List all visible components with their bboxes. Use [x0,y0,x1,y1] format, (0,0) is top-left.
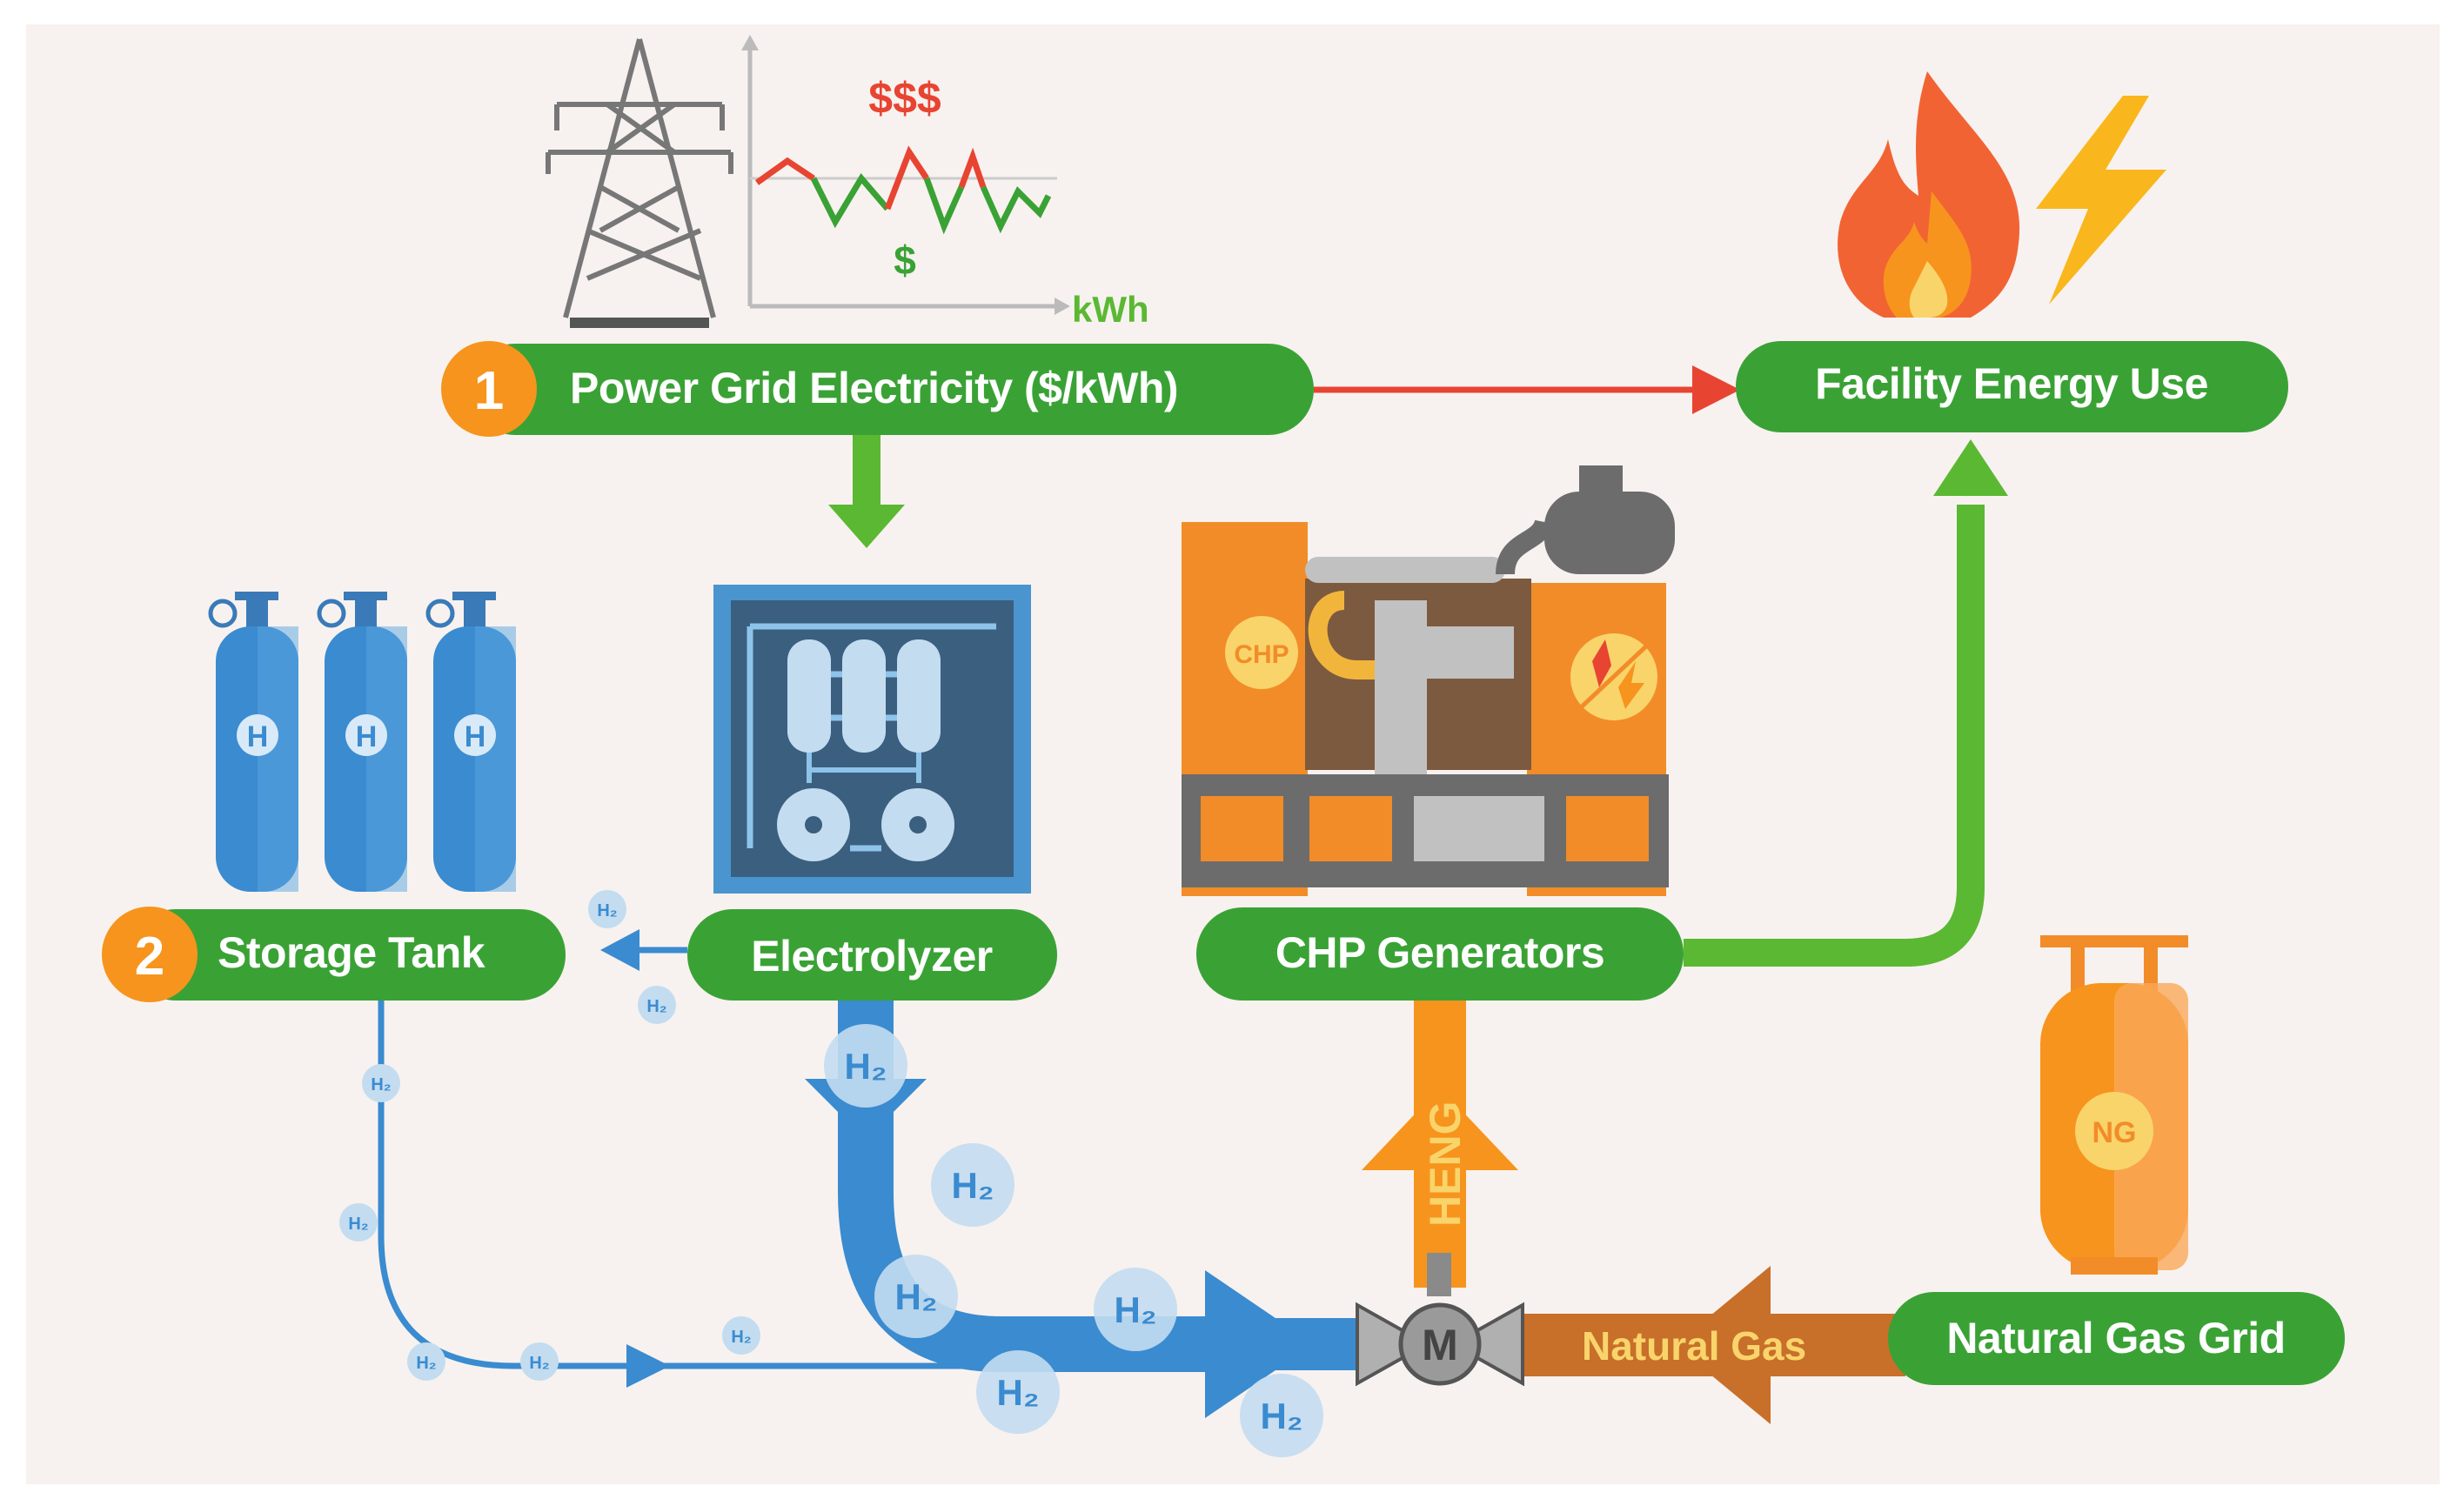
storage-hydrogen-line [378,1001,983,1388]
h2-bubble: H₂ [1240,1374,1323,1457]
svg-text:H₂: H₂ [1115,1289,1157,1330]
natural-gas-flow-label: Natural Gas [1582,1323,1806,1369]
power-tower-icon [546,38,733,328]
h2-small-bubble: H₂ [407,1342,445,1381]
node-electrolyzer[interactable]: Electrolyzer [687,909,1057,1001]
node-number-badge: 2 [135,927,164,987]
node-label: Storage Tank [218,928,485,977]
h2-bubbles-small: H₂ H₂ H₂ H₂ H₂ H₂ H₂ [339,890,760,1381]
node-label: CHP Generators [1276,928,1604,977]
hydrogen-tanks-icon: H H H [208,592,516,892]
h2-small-bubble: H₂ [638,986,676,1024]
h2-small-bubble: H₂ [588,890,626,928]
h2-bubble: H₂ [931,1143,1014,1227]
red-flow-arrow [1314,365,1740,414]
price-high-label: $$$ [868,74,941,123]
tank-letter: H [465,720,486,753]
node-label: Natural Gas Grid [1946,1314,2285,1362]
svg-text:H₂: H₂ [416,1354,436,1373]
price-low-label: $ [894,238,916,283]
svg-text:H₂: H₂ [731,1328,751,1347]
hydrogen-tank: H [425,592,516,892]
node-facility-energy-use[interactable]: Facility Energy Use [1736,341,2288,432]
natural-gas-tank-icon: NG [2040,935,2188,1275]
price-chart-icon: $$$ $ kWh [741,35,1149,330]
node-chp-generators[interactable]: CHP Generators [1196,907,1684,1001]
tank-letter: H [356,720,378,753]
tank-letter: H [247,720,269,753]
lightning-icon [2036,96,2166,305]
node-label: Power Grid Electricity ($/kWh) [570,364,1178,412]
node-natural-gas-grid[interactable]: Natural Gas Grid [1888,1292,2345,1385]
svg-text:H₂: H₂ [529,1354,549,1373]
electrolyzer-icon [713,585,1031,894]
h2-bubble: H₂ [976,1350,1060,1434]
node-power-grid[interactable]: 1 Power Grid Electricity ($/kWh) [441,341,1314,437]
ng-badge-label: NG [2092,1116,2137,1149]
heng-flow-label: HENG [1421,1101,1470,1227]
h2-bubble: H₂ [874,1255,958,1338]
h2-bubble: H₂ [1094,1268,1177,1351]
h2-small-bubble: H₂ [520,1342,559,1381]
price-x-unit-label: kWh [1072,289,1149,330]
node-number-badge: 1 [474,361,504,421]
hydrogen-tank: H [317,592,407,892]
svg-text:H₂: H₂ [895,1276,938,1317]
h2-small-bubble: H₂ [362,1064,400,1102]
fire-icon [1838,71,2020,318]
h2-small-bubble: H₂ [339,1203,378,1242]
h2-bubbles-large: H₂ H₂ H₂ H₂ H₂ H₂ [824,1024,1323,1457]
mixer-valve-icon: M [1356,1253,1524,1387]
chp-badge-label: CHP [1234,640,1289,669]
svg-text:H₂: H₂ [997,1372,1040,1413]
svg-text:H₂: H₂ [348,1215,368,1234]
svg-text:H₂: H₂ [1261,1396,1303,1436]
hydrogen-tank: H [208,592,298,892]
natural-gas-flow-arrow [1514,1266,1905,1424]
svg-text:H₂: H₂ [952,1165,994,1206]
chp-generator-icon: CHP [1182,465,1675,896]
h2-bubble: H₂ [824,1024,907,1108]
green-flow-arrow-to-facility [1684,439,2008,967]
green-flow-arrow-to-electrolyzer [828,435,905,548]
blue-flow-arrow-to-storage [600,929,687,971]
heng-flow-arrow [1362,1001,1518,1288]
h2-small-bubble: H₂ [722,1316,760,1355]
mixer-letter: M [1422,1321,1458,1369]
node-label: Electrolyzer [751,932,993,981]
svg-text:H₂: H₂ [371,1075,391,1094]
svg-text:H₂: H₂ [845,1046,887,1087]
svg-text:H₂: H₂ [597,901,617,920]
node-label: Facility Energy Use [1815,359,2208,408]
svg-text:H₂: H₂ [646,997,666,1016]
node-storage-tank[interactable]: 2 Storage Tank [102,907,566,1002]
